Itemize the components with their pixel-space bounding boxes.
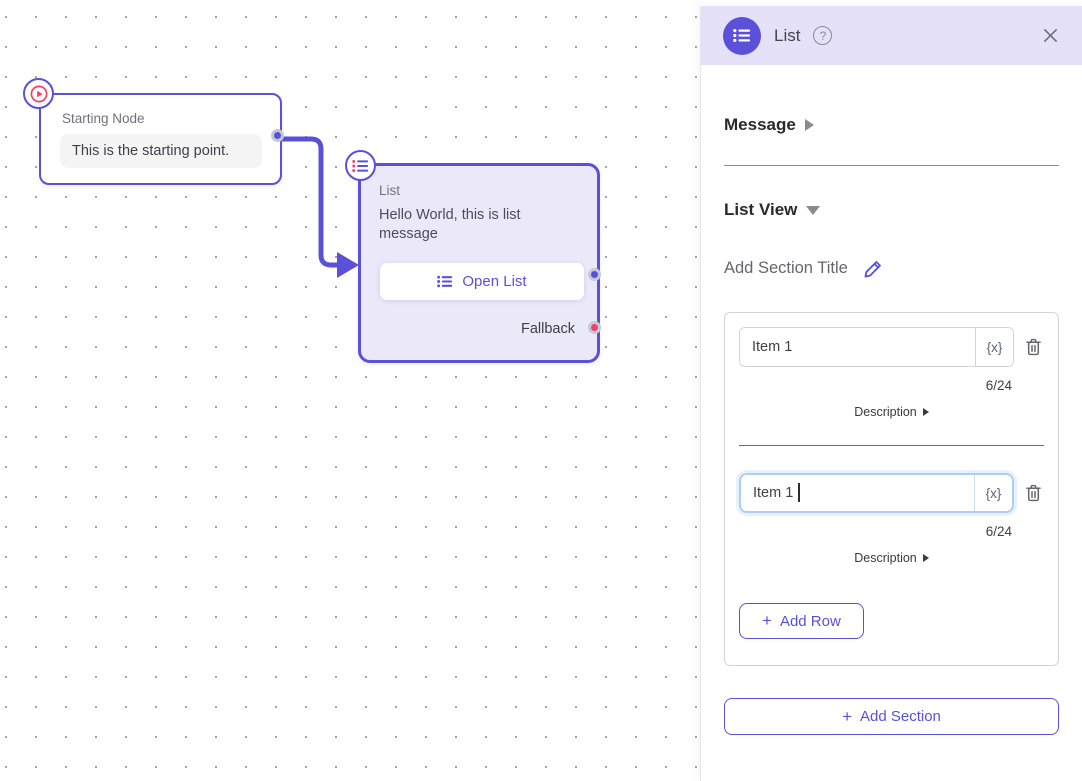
- list-view-section-toggle[interactable]: List View: [724, 200, 1059, 220]
- delete-row-button[interactable]: [1023, 336, 1044, 358]
- start-badge: [23, 78, 54, 109]
- chevron-down-icon: [806, 205, 821, 215]
- message-section-title: Message: [724, 115, 796, 134]
- row-title-input[interactable]: [741, 475, 974, 511]
- panel-body: Message List View Add Section Title: [701, 115, 1082, 735]
- insert-variable-button[interactable]: {x}: [975, 328, 1013, 366]
- section-card: {x} 6/24: [724, 312, 1059, 666]
- fallback-label: Fallback: [521, 321, 575, 337]
- list-icon: [733, 28, 751, 43]
- row-title-input[interactable]: [740, 328, 975, 366]
- chevron-right-icon: [922, 554, 929, 562]
- chevron-right-icon: [922, 408, 929, 416]
- description-label: Description: [854, 551, 917, 565]
- row-title-field-group-focused: {x}: [739, 473, 1014, 513]
- add-section-button[interactable]: + Add Section: [724, 698, 1059, 735]
- list-node[interactable]: List Hello World, this is list message O…: [345, 150, 600, 363]
- starting-node[interactable]: Starting Node This is the starting point…: [23, 78, 282, 185]
- char-counter: 6/24: [985, 524, 1012, 539]
- plus-icon: +: [842, 706, 853, 726]
- fallback-output-port[interactable]: [588, 321, 601, 334]
- text-caret: [798, 483, 800, 502]
- list-badge: [345, 150, 376, 181]
- section-divider: [724, 165, 1059, 166]
- add-section-label: Add Section: [860, 708, 941, 725]
- list-view-section-title: List View: [724, 200, 798, 219]
- row-title-field-group: {x}: [739, 327, 1014, 367]
- open-list-button[interactable]: Open List: [380, 263, 584, 300]
- delete-row-button[interactable]: [1023, 482, 1044, 504]
- plus-icon: +: [762, 611, 772, 630]
- edit-section-title-button[interactable]: [862, 257, 885, 280]
- description-label: Description: [854, 405, 917, 419]
- close-icon: [1041, 26, 1060, 45]
- list-node-message: Hello World, this is list message: [379, 207, 521, 242]
- description-toggle[interactable]: Description: [739, 405, 1044, 419]
- open-list-label: Open List: [462, 273, 527, 290]
- add-row-button[interactable]: + Add Row: [739, 603, 864, 639]
- row-divider: [739, 445, 1044, 446]
- pencil-icon: [862, 257, 885, 280]
- panel-header: List ?: [701, 6, 1082, 65]
- help-icon[interactable]: ?: [813, 26, 833, 45]
- trash-icon: [1023, 336, 1044, 358]
- starting-node-body: This is the starting point.: [60, 134, 262, 168]
- chevron-right-icon: [804, 119, 814, 131]
- play-icon: [29, 84, 49, 104]
- list-output-port[interactable]: [588, 268, 601, 281]
- add-section-title-row: Add Section Title: [724, 257, 1059, 280]
- list-icon-circle: [723, 16, 761, 55]
- starting-node-title: Starting Node: [62, 111, 145, 126]
- char-counter: 6/24: [985, 378, 1012, 393]
- list-icon: [352, 159, 369, 173]
- list-node-title: List: [379, 183, 401, 198]
- list-icon: [437, 275, 453, 288]
- description-toggle[interactable]: Description: [739, 551, 1044, 565]
- add-row-label: Add Row: [779, 612, 841, 630]
- insert-variable-button[interactable]: {x}: [974, 475, 1012, 511]
- message-section-toggle[interactable]: Message: [724, 115, 1059, 135]
- list-item-row: {x} 6/24: [739, 473, 1044, 565]
- panel-title: List: [774, 25, 801, 45]
- add-section-title-label: Add Section Title: [724, 259, 848, 277]
- start-output-port[interactable]: [271, 129, 284, 142]
- trash-icon: [1023, 482, 1044, 504]
- list-config-panel: List ? Message List View Add Section Tit…: [700, 6, 1082, 781]
- list-item-row: {x} 6/24: [739, 327, 1044, 419]
- arrowhead-icon: [337, 252, 359, 278]
- close-button[interactable]: [1041, 26, 1060, 45]
